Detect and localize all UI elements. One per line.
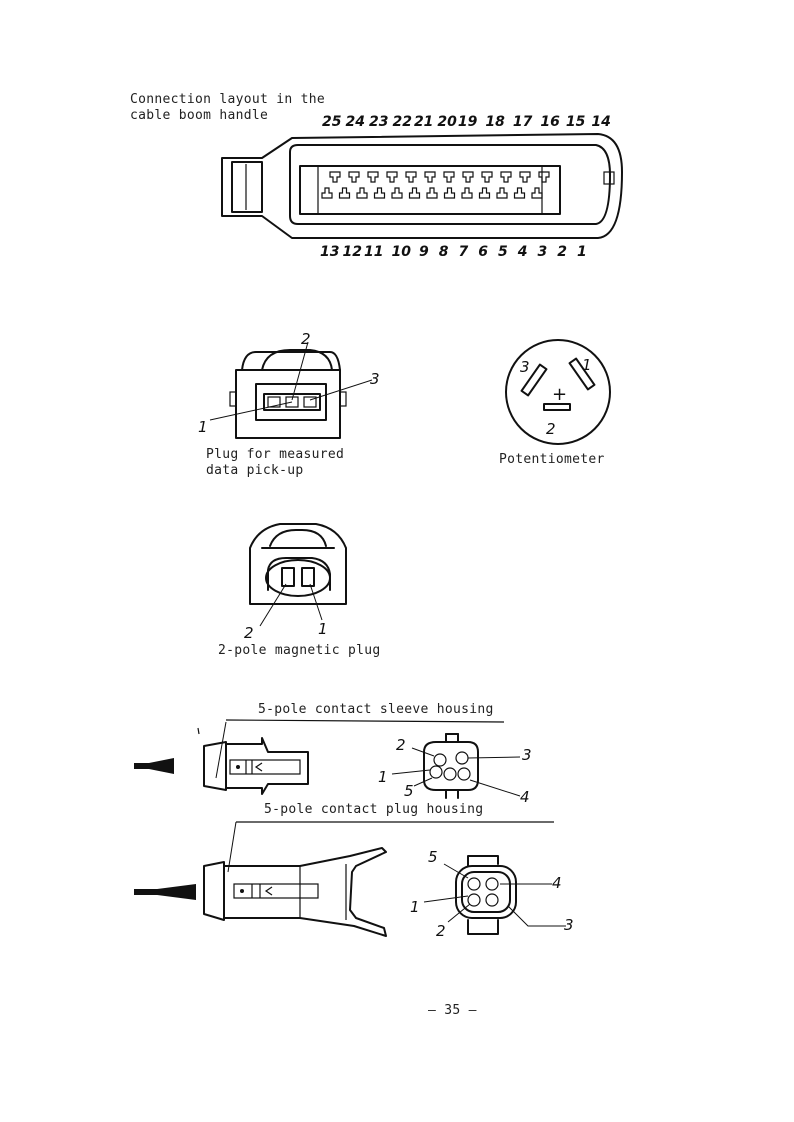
pot-plus: +	[552, 384, 567, 405]
pin-socket-bottom	[531, 187, 543, 199]
pin-label: 18	[485, 114, 505, 130]
sleeve-label-2: 2	[396, 736, 406, 754]
pin-socket-top	[424, 171, 436, 183]
pin-label: 9	[418, 244, 429, 260]
pin-label: 23	[368, 114, 389, 130]
sleeve-label-4: 4	[520, 788, 530, 806]
pin-label: 20	[437, 114, 457, 130]
sleeve-label-5: 5	[404, 782, 414, 800]
magnetic-plug-drawing	[249, 523, 347, 627]
pin-socket-top	[367, 171, 379, 183]
pin-socket-top	[443, 171, 455, 183]
pin-label: 22	[392, 114, 412, 130]
title-line-2: cable boom handle	[130, 108, 269, 123]
pin-label: 21	[413, 114, 434, 130]
pin-label: 15	[565, 114, 586, 130]
pin-label: 1	[576, 244, 587, 260]
pin-socket-bottom	[443, 187, 456, 199]
plug-label-2: 2	[301, 330, 311, 348]
pin-label: 17	[512, 114, 533, 130]
pin-socket-top	[348, 171, 360, 183]
plugh-label-2: 2	[436, 922, 446, 940]
measured-plug-caption-1: Plug for measured	[206, 447, 345, 462]
pin-socket-top	[500, 171, 512, 183]
sleeve-housing-drawing	[134, 719, 521, 799]
pin-label: 19	[457, 114, 478, 130]
pin-label: 6	[478, 244, 488, 260]
measured-plug-caption-2: data pick-up	[206, 463, 304, 478]
magnetic-label-2: 2	[244, 624, 254, 642]
pin-socket-bottom	[408, 187, 421, 199]
cable-handle-connector	[221, 133, 623, 239]
pin-label: 13	[320, 244, 340, 260]
plugh-label-5: 5	[428, 848, 438, 866]
pin-sockets-top	[329, 171, 550, 183]
magnetic-plug-caption: 2-pole magnetic plug	[218, 643, 381, 658]
measured-data-plug-drawing	[209, 341, 373, 439]
pin-label: 24	[345, 114, 365, 130]
sleeve-label-1: 1	[378, 768, 388, 786]
plugh-label-4: 4	[552, 874, 562, 892]
magnetic-label-1: 1	[318, 620, 328, 638]
pin-socket-bottom	[461, 187, 473, 199]
pin-socket-bottom	[356, 187, 368, 199]
pin-socket-bottom	[391, 187, 403, 199]
pin-socket-bottom	[373, 187, 386, 199]
pin-socket-bottom	[426, 187, 438, 199]
page-number: – 35 –	[428, 1003, 477, 1018]
pot-label-1: 1	[582, 356, 592, 374]
pin-socket-top	[519, 171, 531, 183]
pin-sockets-bottom	[321, 187, 543, 199]
pin-socket-bottom	[513, 187, 526, 199]
pin-label: 4	[517, 244, 528, 260]
pin-socket-bottom	[496, 187, 508, 199]
sleeve-housing-caption: 5-pole contact sleeve housing	[258, 702, 494, 717]
pin-socket-bottom	[338, 187, 351, 199]
pin-socket-top	[329, 171, 341, 183]
plug-housing-caption: 5-pole contact plug housing	[264, 802, 484, 817]
pin-label: 7	[458, 244, 469, 260]
pin-socket-bottom	[478, 187, 491, 199]
pin-socket-top	[386, 171, 398, 183]
potentiometer-drawing	[505, 339, 611, 445]
pin-label: 3	[537, 244, 548, 260]
pin-socket-top	[538, 171, 550, 183]
plug-label-1: 1	[198, 418, 208, 436]
plug-housing-drawing	[134, 821, 566, 937]
pin-label: 2	[557, 244, 567, 260]
plug-label-3: 3	[370, 370, 380, 388]
pin-socket-bottom	[321, 187, 333, 199]
pin-socket-top	[481, 171, 493, 183]
pin-label: 5	[497, 244, 508, 260]
pin-socket-top	[405, 171, 417, 183]
pin-label: 8	[438, 244, 449, 260]
pin-label: 11	[363, 244, 384, 260]
pot-label-2: 2	[546, 420, 556, 438]
pot-label-3: 3	[520, 358, 530, 376]
pin-label: 16	[540, 114, 560, 130]
title-line-1: Connection layout in the	[130, 92, 326, 107]
potentiometer-caption: Potentiometer	[499, 452, 605, 467]
plugh-label-1: 1	[410, 898, 420, 916]
pin-label: 12	[342, 244, 362, 260]
pin-label: 25	[322, 114, 342, 130]
plugh-label-3: 3	[564, 916, 574, 934]
pin-label: 10	[391, 244, 411, 260]
sleeve-label-3: 3	[522, 746, 532, 764]
pin-label: 14	[591, 114, 611, 130]
pin-socket-top	[462, 171, 474, 183]
